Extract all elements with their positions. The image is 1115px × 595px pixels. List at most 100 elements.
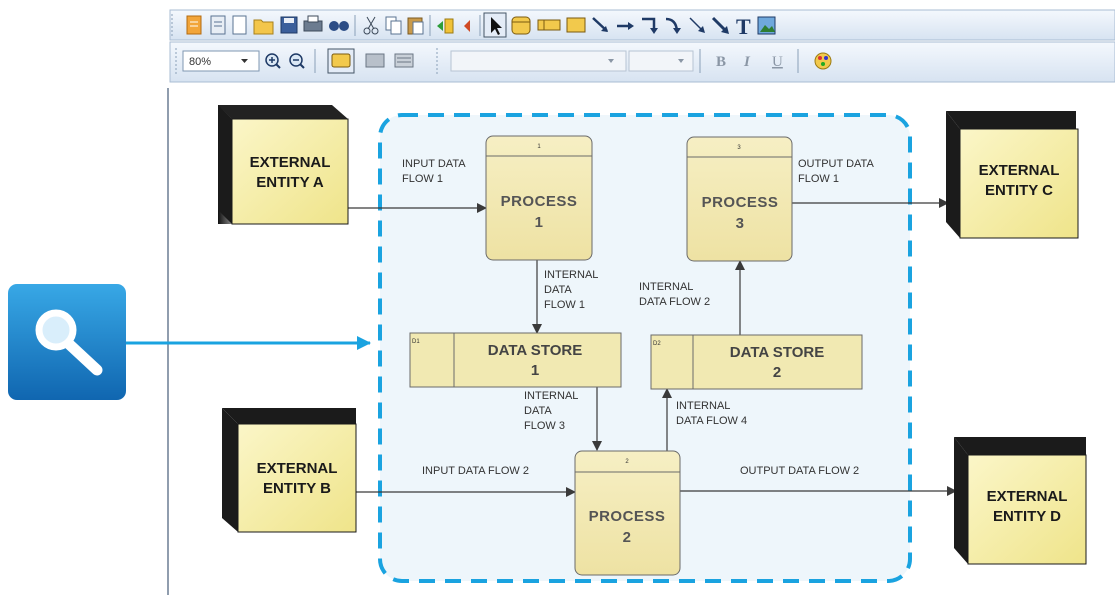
cut-icon[interactable]	[363, 16, 379, 35]
svg-text:3: 3	[737, 145, 741, 151]
svg-text:PROCESS: PROCESS	[501, 193, 578, 210]
data-store-2[interactable]: D2 DATA STORE 2	[650, 334, 863, 390]
process-2[interactable]: 2 PROCESS 2	[574, 450, 681, 576]
save-icon[interactable]	[280, 16, 298, 34]
store-tool-icon[interactable]	[537, 19, 561, 31]
svg-text:INPUT DATA: INPUT DATA	[402, 158, 466, 170]
paste-icon[interactable]	[407, 17, 424, 35]
search-callout	[8, 284, 371, 400]
size-select[interactable]	[628, 50, 694, 72]
process-3[interactable]: 3 PROCESS 3	[686, 136, 793, 262]
chevron-down-icon	[608, 59, 614, 63]
page-icon[interactable]	[210, 15, 226, 35]
flow-label-input-2: INPUT DATA FLOW 2	[422, 465, 529, 477]
svg-text:1: 1	[535, 214, 544, 231]
svg-text:T: T	[736, 14, 751, 39]
new-doc-icon[interactable]	[186, 15, 202, 35]
italic-button[interactable]: I	[743, 54, 751, 70]
svg-text:INTERNAL: INTERNAL	[544, 269, 598, 281]
process-1[interactable]: 1 PROCESS 1	[485, 135, 593, 261]
image-tool-icon[interactable]	[757, 16, 776, 35]
svg-text:1: 1	[531, 362, 539, 379]
entity-tool-icon[interactable]	[566, 17, 586, 33]
process-tool-icon[interactable]	[511, 16, 531, 35]
svg-text:DATA: DATA	[544, 284, 572, 296]
svg-text:D2: D2	[653, 341, 661, 347]
text-tool[interactable]: T	[736, 14, 751, 39]
external-entity-d[interactable]: EXTERNAL ENTITY D	[954, 437, 1087, 565]
external-entity-b[interactable]: EXTERNAL ENTITY B	[222, 408, 357, 533]
pointer-tool[interactable]	[483, 12, 507, 38]
svg-text:INTERNAL: INTERNAL	[639, 281, 693, 293]
svg-text:EXTERNAL: EXTERNAL	[257, 460, 338, 477]
chevron-down-icon	[678, 59, 684, 63]
svg-text:EXTERNAL: EXTERNAL	[250, 154, 331, 171]
svg-text:DATA: DATA	[524, 405, 552, 417]
blank-page-icon[interactable]	[232, 15, 247, 35]
font-select[interactable]	[450, 50, 627, 72]
zoom-in-icon[interactable]	[265, 53, 281, 69]
chevron-down-icon	[241, 59, 248, 63]
svg-text:PROCESS: PROCESS	[589, 508, 666, 525]
flow-bold-icon[interactable]	[711, 16, 729, 34]
svg-text:INTERNAL: INTERNAL	[524, 390, 578, 402]
svg-text:DATA FLOW 2: DATA FLOW 2	[639, 296, 710, 308]
svg-text:3: 3	[736, 215, 745, 232]
svg-text:FLOW 1: FLOW 1	[402, 173, 443, 185]
svg-text:FLOW 1: FLOW 1	[544, 299, 585, 311]
svg-text:FLOW 3: FLOW 3	[524, 420, 565, 432]
svg-text:DATA FLOW 4: DATA FLOW 4	[676, 415, 747, 427]
find-icon[interactable]	[329, 21, 349, 31]
svg-text:DATA STORE: DATA STORE	[488, 342, 582, 359]
flow-curve-icon[interactable]	[665, 17, 681, 34]
flow-right-icon[interactable]	[617, 22, 634, 30]
svg-text:OUTPUT DATA: OUTPUT DATA	[798, 158, 874, 170]
svg-text:EXTERNAL: EXTERNAL	[979, 162, 1060, 179]
toolbar-format: 80% B I U	[169, 41, 1115, 83]
svg-text:INTERNAL: INTERNAL	[676, 400, 730, 412]
svg-text:2: 2	[773, 364, 781, 381]
flow-label-internal-4: INTERNAL DATA FLOW 4	[676, 400, 747, 427]
svg-text:ENTITY C: ENTITY C	[985, 182, 1053, 199]
flow-elbow-icon[interactable]	[642, 17, 658, 34]
flow-diag-icon[interactable]	[592, 17, 608, 32]
flow-in-icon[interactable]	[437, 18, 454, 34]
external-entity-c[interactable]: EXTERNAL ENTITY C	[946, 111, 1079, 239]
flow-lines	[348, 198, 957, 497]
copy-icon[interactable]	[385, 16, 402, 35]
zoom-out-icon[interactable]	[289, 53, 305, 69]
open-folder-icon[interactable]	[253, 19, 274, 35]
svg-text:2: 2	[623, 529, 632, 546]
flow-back-icon[interactable]	[464, 20, 470, 32]
svg-text:ENTITY B: ENTITY B	[263, 480, 331, 497]
flow-label-internal-1: INTERNAL DATA FLOW 1	[544, 269, 598, 311]
svg-text:D1: D1	[412, 339, 420, 345]
flow-thin-icon[interactable]	[689, 17, 705, 33]
flow-label-internal-3: INTERNAL DATA FLOW 3	[524, 390, 578, 432]
svg-text:ENTITY A: ENTITY A	[256, 174, 324, 191]
svg-text:EXTERNAL: EXTERNAL	[987, 488, 1068, 505]
svg-text:DATA STORE: DATA STORE	[730, 344, 824, 361]
zoom-select[interactable]: 80%	[182, 50, 260, 72]
svg-text:PROCESS: PROCESS	[702, 194, 779, 211]
svg-text:2: 2	[625, 459, 629, 465]
toolbar-top: T	[169, 9, 1115, 41]
view-lines-icon[interactable]	[394, 53, 414, 68]
external-entity-a[interactable]: EXTERNAL ENTITY A	[218, 105, 349, 225]
view-fill-button[interactable]	[327, 48, 355, 74]
svg-text:80%: 80%	[189, 56, 211, 68]
print-icon[interactable]	[303, 15, 323, 32]
view-gray-icon[interactable]	[365, 53, 385, 68]
svg-text:ENTITY D: ENTITY D	[993, 508, 1061, 525]
color-palette-icon[interactable]	[814, 52, 832, 70]
flow-label-internal-2: INTERNAL DATA FLOW 2	[639, 281, 710, 308]
svg-text:FLOW 1: FLOW 1	[798, 173, 839, 185]
flow-label-output-2: OUTPUT DATA FLOW 2	[740, 465, 859, 477]
flow-label-input-1: INPUT DATA FLOW 1	[402, 158, 466, 185]
flow-label-output-1: OUTPUT DATA FLOW 1	[798, 158, 874, 185]
underline-button[interactable]: U	[772, 54, 783, 70]
data-store-1[interactable]: D1 DATA STORE 1	[409, 332, 622, 388]
bold-button[interactable]: B	[716, 54, 726, 70]
svg-text:1: 1	[537, 144, 541, 150]
